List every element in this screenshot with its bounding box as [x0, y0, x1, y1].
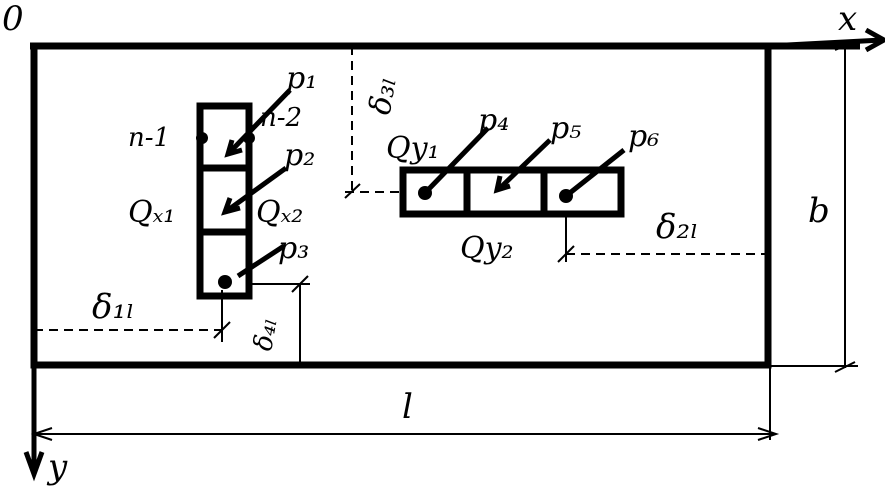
label-p5: p₅ — [550, 111, 581, 146]
dim-l-arrow-left — [30, 427, 53, 441]
label-qy1: Qy₁ — [386, 131, 440, 166]
leader-p5 — [498, 138, 552, 190]
point-p3 — [218, 275, 232, 289]
horizontal-bar — [399, 166, 625, 218]
dim-d4-tick — [291, 275, 309, 293]
x-axis-line — [767, 37, 883, 49]
dim-d1-tick — [213, 321, 231, 339]
label-p2: p₂ — [284, 138, 315, 173]
label-n1: n-1 — [128, 123, 170, 153]
dim-d2-tick — [557, 245, 575, 263]
dim-b-tick-top — [834, 41, 856, 51]
label-length: l — [402, 387, 413, 427]
label-p4: p₄ — [478, 103, 509, 138]
point-n1 — [196, 132, 208, 144]
leader-p3 — [236, 243, 286, 279]
dim-d3-tick — [344, 183, 361, 199]
label-d2: δ₂ₗ — [656, 207, 698, 247]
label-origin: 0 — [2, 0, 24, 39]
label-qy2: Qy₂ — [460, 231, 514, 266]
leader-p2-head — [221, 197, 241, 216]
label-p3: p₃ — [278, 231, 309, 266]
vertical-bar — [196, 102, 253, 300]
dim-l-arrow-right — [757, 427, 780, 441]
label-qx1: Qₓ₁ — [128, 195, 175, 230]
label-d3: δ₃ₗ — [363, 74, 404, 117]
label-p6: p₆ — [628, 119, 659, 154]
label-p1: p₁ — [286, 61, 317, 96]
y-axis-arrowhead — [23, 451, 45, 482]
dim-b-tick-bottom — [834, 361, 856, 373]
x-axis-arrowhead — [864, 27, 885, 53]
leader-p1-head — [224, 139, 243, 158]
label-n2: n-2 — [260, 103, 302, 133]
label-width: b — [808, 191, 830, 231]
label-d1: δ₁ₗ — [92, 287, 134, 327]
leader-p2 — [226, 165, 288, 213]
leader-p6 — [564, 148, 626, 198]
label-y-axis: y — [46, 447, 68, 487]
label-x-axis: x — [838, 0, 857, 39]
label-qx2: Qₓ₂ — [256, 195, 303, 230]
leader-p4 — [423, 126, 490, 195]
leader-p1 — [228, 88, 292, 154]
leader-p5-head — [493, 175, 511, 194]
label-d4: δ₄ₗ — [248, 316, 283, 353]
